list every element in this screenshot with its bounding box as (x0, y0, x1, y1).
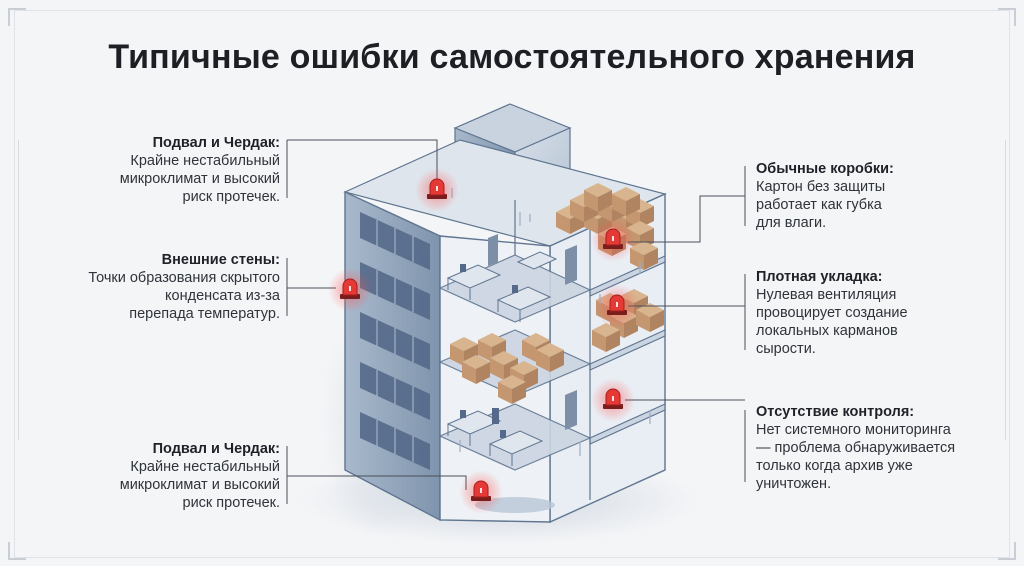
callout-heading: Подвал и Чердак: (152, 135, 280, 151)
callout-dense-stacking: Плотная укладка: Нулевая вентиляция пров… (756, 268, 966, 358)
corner-mark (8, 8, 26, 26)
alarm-light-icon (590, 217, 636, 263)
callout-text: Картон без защиты работает как губка для… (756, 179, 886, 231)
callout-heading: Подвал и Чердак: (152, 441, 280, 457)
callout-no-monitoring: Отсутствие контроля: Нет системного мони… (756, 403, 996, 493)
side-ruler (18, 140, 25, 440)
page-title: Типичные ошибки самостоятельного хранени… (108, 38, 916, 76)
callout-basement-attic-top: Подвал и Чердак: Крайне нестабильный мик… (80, 134, 280, 206)
alarm-light-icon (594, 283, 640, 329)
callout-ordinary-boxes: Обычные коробки: Картон без защиты работ… (756, 160, 956, 232)
slide-frame (14, 10, 1010, 558)
alarm-light-icon (414, 167, 460, 213)
corner-mark (8, 542, 26, 560)
callout-basement-attic-bottom: Подвал и Чердак: Крайне нестабильный мик… (80, 440, 280, 512)
callout-heading: Отсутствие контроля: (756, 404, 915, 420)
callout-text: Крайне нестабильный микроклимат и высоки… (119, 459, 280, 511)
alarm-light-icon (327, 267, 373, 313)
alarm-light-icon (458, 469, 504, 515)
callout-heading: Обычные коробки: (756, 161, 894, 177)
corner-mark (998, 542, 1016, 560)
callout-text: Нулевая вентиляция провоцирует создание … (756, 287, 908, 357)
callout-text: Точки образования скрытого конденсата из… (88, 270, 280, 322)
callout-heading: Плотная укладка: (756, 269, 883, 285)
callout-outer-walls: Внешние стены: Точки образования скрытог… (40, 251, 280, 323)
corner-mark (998, 8, 1016, 26)
callout-heading: Внешние стены: (161, 252, 280, 268)
side-ruler (999, 140, 1006, 440)
alarm-light-icon (590, 377, 636, 423)
callout-text: Нет системного мониторинга — проблема об… (756, 422, 956, 492)
callout-text: Крайне нестабильный микроклимат и высоки… (119, 153, 280, 205)
